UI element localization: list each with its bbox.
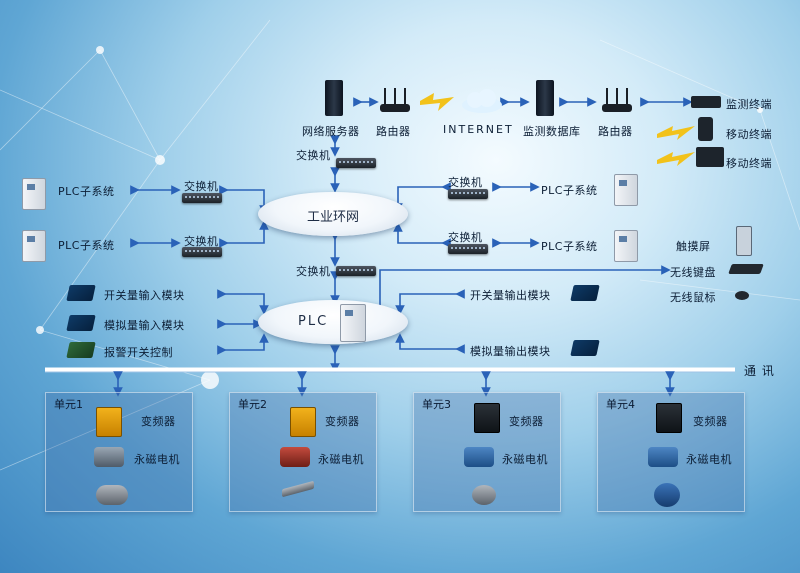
left-plc-sub-2-label: PLC子系统 <box>58 239 115 252</box>
router-left-label: 路由器 <box>376 125 411 138</box>
unit-2-inverter-icon <box>290 407 316 437</box>
unit-4-box: 单元4 变频器 永磁电机 <box>597 392 745 512</box>
plc-cabinet-right-1-icon <box>614 174 638 206</box>
switch-mid-icon <box>336 266 376 276</box>
internet-label: INTERNET <box>443 123 514 136</box>
switch-mid-label: 交换机 <box>296 265 331 278</box>
mobile-terminal-label-2: 移动终端 <box>726 157 772 170</box>
monitor-terminal-label: 监测终端 <box>726 98 772 111</box>
unit-3-motor-icon <box>464 447 494 467</box>
unit-3-inverter-icon <box>474 403 500 433</box>
unit-4-title: 单元4 <box>606 398 635 411</box>
laptop-icon <box>696 147 724 167</box>
ring-label: 工业环网 <box>306 210 359 225</box>
right-plc-sub-2-label: PLC子系统 <box>541 240 598 253</box>
touch-screen-icon <box>736 226 752 256</box>
monitor-terminal-icon <box>691 96 721 108</box>
left-switch-1-icon <box>182 193 222 203</box>
left-switch-1-label: 交换机 <box>184 180 219 193</box>
unit-4-motor-icon <box>648 447 678 467</box>
right-switch-1-label: 交换机 <box>448 176 483 189</box>
ao-module-icon <box>570 340 600 356</box>
unit-3-motor-label: 永磁电机 <box>502 453 548 466</box>
unit-3-fan-icon <box>472 485 496 505</box>
unit-3-box: 单元3 变频器 永磁电机 <box>413 392 561 512</box>
unit-3-inverter-label: 变频器 <box>509 415 544 428</box>
right-switch-2-icon <box>448 244 488 254</box>
unit-1-motor-label: 永磁电机 <box>134 453 180 466</box>
plc-cabinet-left-1-icon <box>22 178 46 210</box>
unit-4-inverter-icon <box>656 403 682 433</box>
unit-3-title: 单元3 <box>422 398 451 411</box>
unit-4-motor-label: 永磁电机 <box>686 453 732 466</box>
wireless-keyboard-label: 无线键盘 <box>670 266 716 279</box>
unit-1-inverter-label: 变频器 <box>141 415 176 428</box>
unit-1-motor-icon <box>94 447 124 467</box>
unit-4-pump-icon <box>654 483 680 507</box>
bus-label: 通 讯 <box>744 364 775 378</box>
alarm-switch-icon <box>66 342 96 358</box>
unit-1-inverter-icon <box>96 407 122 437</box>
right-switch-1-icon <box>448 189 488 199</box>
right-plc-sub-1-label: PLC子系统 <box>541 184 598 197</box>
ai-module-icon <box>66 315 96 331</box>
wireless-mouse-icon <box>735 291 749 300</box>
industrial-ring-network: 工业环网 <box>258 192 408 236</box>
left-plc-sub-1-label: PLC子系统 <box>58 185 115 198</box>
di-module-icon <box>66 285 96 301</box>
ai-module-label: 模拟量输入模块 <box>104 319 185 332</box>
plc-cabinet-icon <box>340 304 366 342</box>
plc-controller: PLC <box>258 300 408 344</box>
do-module-label: 开关量输出模块 <box>470 289 551 302</box>
router-left-icon <box>380 88 410 112</box>
unit-1-ball-mill-icon <box>96 485 128 505</box>
unit-2-title: 单元2 <box>238 398 267 411</box>
mobile-terminal-label-1: 移动终端 <box>726 128 772 141</box>
cloud-icon <box>462 89 502 113</box>
unit-2-motor-icon <box>280 447 310 467</box>
switch-top-label: 交换机 <box>296 149 331 162</box>
plc-label: PLC <box>298 314 329 329</box>
switch-top-icon <box>336 158 376 168</box>
alarm-label: 报警开关控制 <box>104 346 173 359</box>
router-right-label: 路由器 <box>598 125 633 138</box>
unit-1-box: 单元1 变频器 永磁电机 <box>45 392 193 512</box>
unit-2-inverter-label: 变频器 <box>325 415 360 428</box>
unit-1-title: 单元1 <box>54 398 83 411</box>
monitor-db-icon <box>536 80 554 116</box>
plc-cabinet-right-2-icon <box>614 230 638 262</box>
unit-4-inverter-label: 变频器 <box>693 415 728 428</box>
wireless-mouse-label: 无线鼠标 <box>670 291 716 304</box>
right-switch-2-label: 交换机 <box>448 231 483 244</box>
di-module-label: 开关量输入模块 <box>104 289 185 302</box>
web-server-icon <box>325 80 343 116</box>
do-module-icon <box>570 285 600 301</box>
unit-2-box: 单元2 变频器 永磁电机 <box>229 392 377 512</box>
unit-2-conveyor-icon <box>282 480 314 498</box>
router-right-icon <box>602 88 632 112</box>
left-switch-2-icon <box>182 247 222 257</box>
left-switch-2-label: 交换机 <box>184 235 219 248</box>
touch-screen-label: 触摸屏 <box>676 240 711 253</box>
monitor-db-label: 监测数据库 <box>523 125 581 138</box>
wireless-keyboard-icon <box>728 264 764 274</box>
unit-2-motor-label: 永磁电机 <box>318 453 364 466</box>
web-server-label: 网络服务器 <box>302 125 360 138</box>
mobile-phone-icon <box>698 117 713 141</box>
plc-cabinet-left-2-icon <box>22 230 46 262</box>
ao-module-label: 模拟量输出模块 <box>470 345 551 358</box>
